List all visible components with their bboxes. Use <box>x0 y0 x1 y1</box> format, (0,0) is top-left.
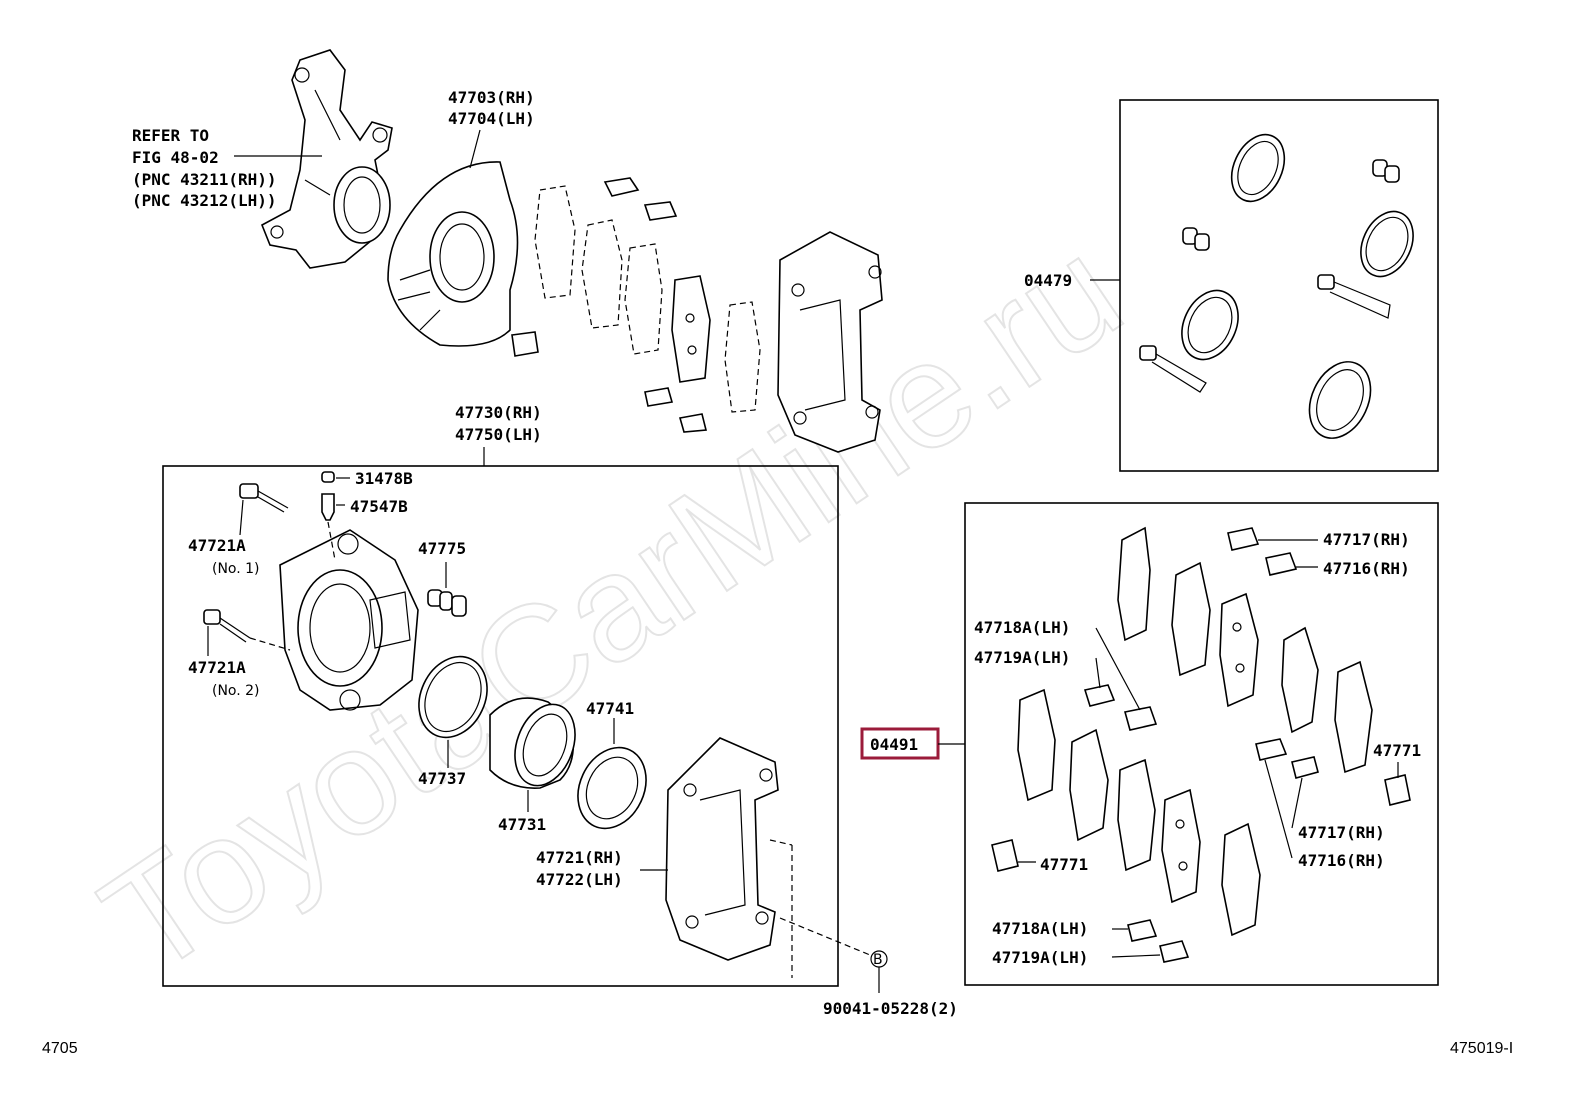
piston-boot-drawing <box>577 746 647 830</box>
label-caliper-rh: 47730(RH) <box>455 403 542 422</box>
label-clip-lh-1: 47718A(LH) <box>974 618 1070 637</box>
label-bleeder-plug: 47547B <box>350 497 408 516</box>
label-caliper-lh: 47750(LH) <box>455 425 542 444</box>
caliper-body-drawing <box>279 529 419 711</box>
knuckle-note-line-2: FIG 48-02 <box>132 148 219 167</box>
label-mounting-rh: 47721(RH) <box>536 848 623 867</box>
label-slide-pin-2-note: (No. 2) <box>212 683 260 699</box>
label-bleeder-cap: 31478B <box>355 469 413 488</box>
label-shim-top-1: 47717(RH) <box>1323 530 1410 549</box>
label-dust-cover-lh: 47704(LH) <box>448 109 535 128</box>
steering-knuckle-drawing <box>260 49 393 269</box>
label-boot: 47775 <box>418 539 466 558</box>
label-clip-bottom-1: 47718A(LH) <box>992 919 1088 938</box>
label-shim-top-2: 47716(RH) <box>1323 559 1410 578</box>
piston-drawing <box>489 697 576 789</box>
mounting-bracket-drawing <box>665 737 871 978</box>
slide-pin-1-drawing <box>239 483 289 513</box>
bleeder-cap-shape <box>321 471 335 483</box>
label-slide-pin-2: 47721A <box>188 658 246 677</box>
label-seal-kit: 04479 <box>1024 271 1072 290</box>
label-piston: 47731 <box>498 815 546 834</box>
label-slide-pin-1-note: (No. 1) <box>212 561 260 577</box>
label-pad-kit[interactable]: 04491 <box>870 735 918 754</box>
label-piston-boot: 47741 <box>586 699 634 718</box>
knuckle-note-line-3: (PNC 43211(RH)) <box>132 170 277 189</box>
label-dust-cover-rh: 47703(RH) <box>448 88 535 107</box>
label-mounting-lh: 47722(LH) <box>536 870 623 889</box>
label-bolt: 90041-05228(2) <box>823 999 958 1018</box>
bolt-ref-marker: B <box>873 952 883 968</box>
dust-cover-drawing <box>387 161 519 347</box>
upper-pad-set-drawing <box>511 177 761 433</box>
seal-drawing <box>418 655 488 739</box>
label-indicator-right: 47771 <box>1373 741 1421 760</box>
caliper-box <box>162 465 839 987</box>
page-number: 4705 <box>42 1040 78 1057</box>
boot-drawing <box>427 589 467 617</box>
label-slide-pin-1: 47721A <box>188 536 246 555</box>
slide-pin-2-drawing <box>203 609 291 651</box>
seal-kit-box <box>1119 99 1439 472</box>
upper-mounting-drawing <box>777 231 883 453</box>
label-seal: 47737 <box>418 769 466 788</box>
label-indicator-left: 47771 <box>1040 855 1088 874</box>
label-shim-mid-2: 47716(RH) <box>1298 851 1385 870</box>
pad-kit-parts-drawing <box>991 526 1411 963</box>
label-clip-bottom-2: 47719A(LH) <box>992 948 1088 967</box>
knuckle-note: REFER TO FIG 48-02 (PNC 43211(RH)) (PNC … <box>132 126 322 210</box>
figure-code: 475019-I <box>1450 1040 1513 1057</box>
knuckle-note-line-4: (PNC 43212(LH)) <box>132 191 277 210</box>
bleeder-plug-shape <box>321 493 335 521</box>
label-clip-lh-2: 47719A(LH) <box>974 648 1070 667</box>
label-shim-mid-1: 47717(RH) <box>1298 823 1385 842</box>
knuckle-note-line-1: REFER TO <box>132 126 209 145</box>
seal-kit-parts-drawing <box>1139 133 1414 439</box>
